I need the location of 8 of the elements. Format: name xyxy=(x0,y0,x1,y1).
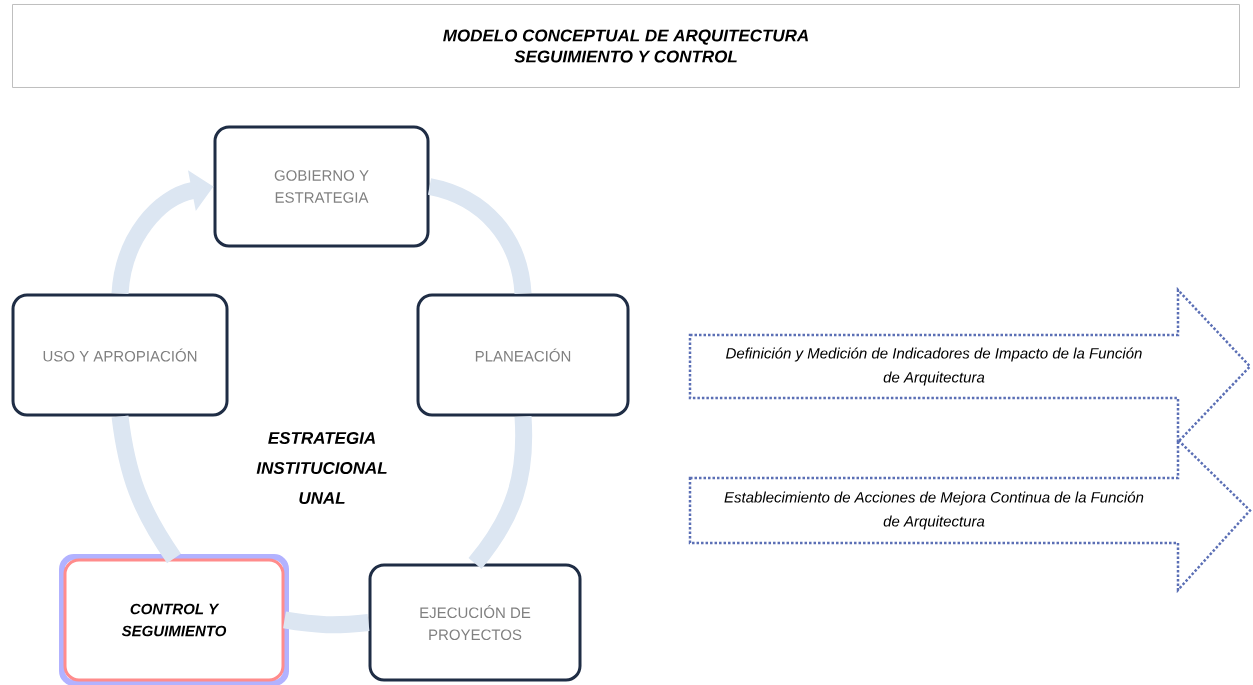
cycle-box: PLANEACIÓN xyxy=(416,293,630,417)
title-box: MODELO CONCEPTUAL DE ARQUITECTURA SEGUIMIENTO Y CONTROL xyxy=(12,4,1240,88)
arrow-box: Establecimiento de Acciones de Mejora Continua de la Función de Arquitectura xyxy=(688,437,1252,594)
cycle-box: GOBIERNO Y ESTRATEGIA xyxy=(213,125,430,248)
cycle-box: USO Y APROPIACIÓN xyxy=(11,293,229,417)
cycle-box: CONTROL Y SEGUIMIENTO xyxy=(59,554,289,685)
cycle-box: EJECUCIÓN DE PROYECTOS xyxy=(368,563,582,682)
center-label: ESTRATEGIA INSTITUCIONAL UNAL xyxy=(256,432,387,504)
